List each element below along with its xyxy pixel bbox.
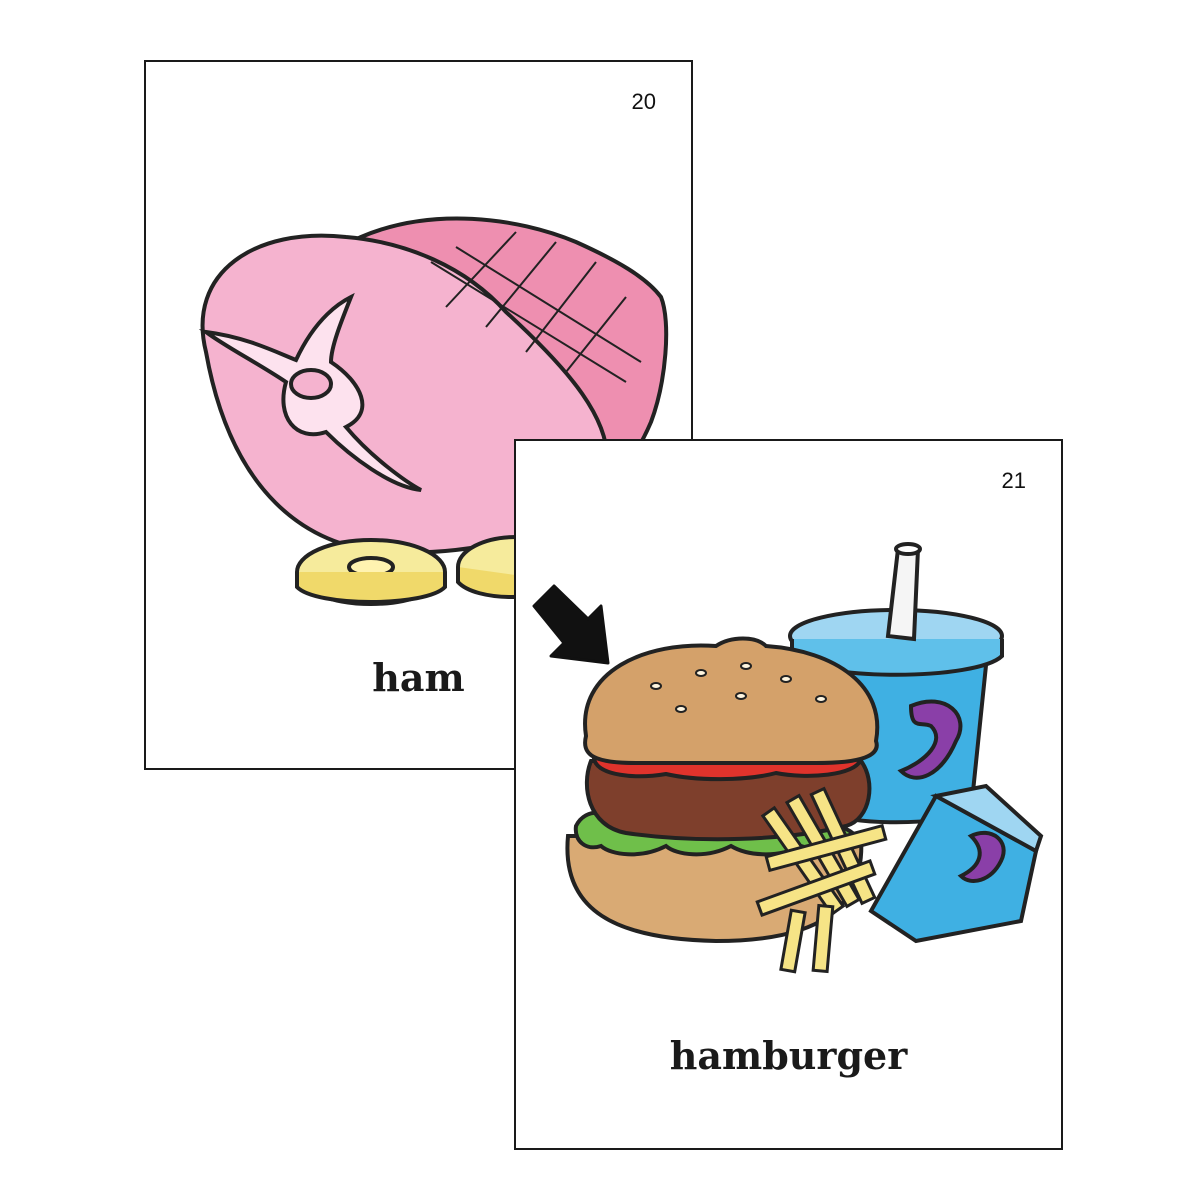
card-word: ham — [372, 655, 465, 700]
fries-box — [868, 783, 1044, 944]
sesame-seeds — [650, 662, 827, 713]
arrow-icon — [532, 584, 610, 665]
fries — [755, 786, 888, 974]
ham-bone-hole — [289, 368, 333, 400]
card-number: 20 — [631, 89, 656, 114]
burger — [565, 636, 880, 944]
card-word: hamburger — [669, 1033, 908, 1078]
top-bun — [583, 636, 880, 765]
ham-score-lines — [430, 231, 642, 383]
ham-body — [200, 233, 610, 555]
flashcard-ham: 20 ham — [144, 60, 693, 770]
card-number: 21 — [1001, 468, 1026, 493]
pineapple-rings — [295, 535, 576, 606]
flashcard-hamburger: 21 — [514, 439, 1063, 1150]
hamburger-illustration — [532, 542, 1044, 974]
ham-illustration — [198, 216, 669, 606]
